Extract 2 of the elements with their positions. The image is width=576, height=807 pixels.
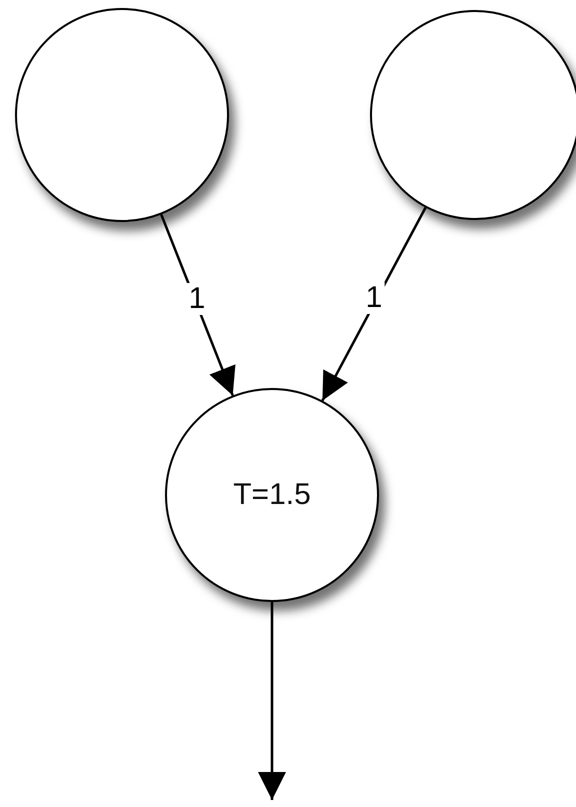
arrow — [258, 602, 286, 800]
threshold-label: T=1.5 — [233, 478, 311, 512]
